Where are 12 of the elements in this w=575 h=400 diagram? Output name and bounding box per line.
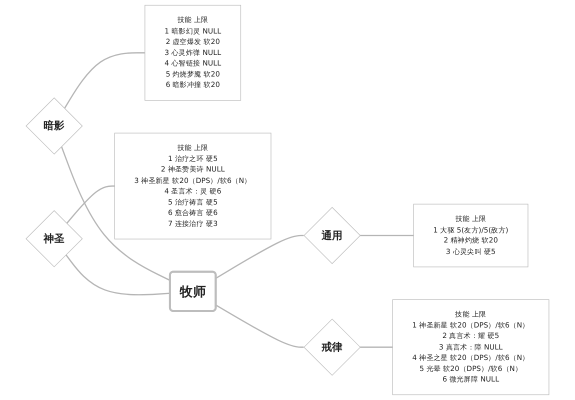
node-diamond: 神圣 xyxy=(26,210,83,268)
connector xyxy=(64,52,145,109)
connector xyxy=(65,254,170,296)
connector xyxy=(360,346,393,348)
connector xyxy=(216,234,304,279)
connector xyxy=(66,185,115,224)
connector xyxy=(60,146,171,282)
connector xyxy=(216,304,304,348)
node-diamond: 通用 xyxy=(304,206,361,264)
node-diamond: 暗影 xyxy=(26,97,83,155)
node-diamond: 戒律 xyxy=(304,318,361,376)
connector xyxy=(360,234,414,236)
